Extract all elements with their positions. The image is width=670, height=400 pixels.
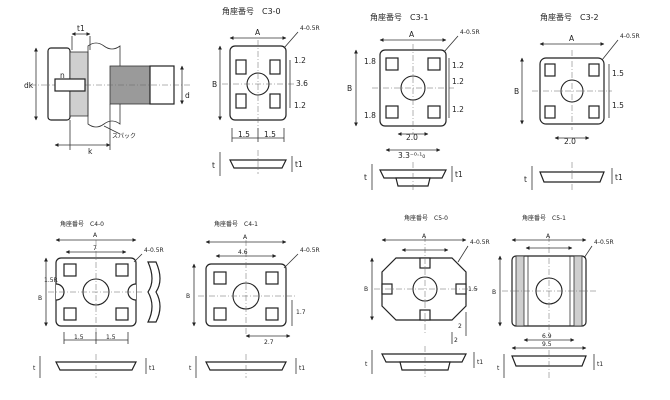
- c3-0-dim-v3: 1.2: [294, 101, 306, 110]
- dk-label: dk: [24, 81, 34, 90]
- c5-1-dim-a: A: [546, 233, 551, 240]
- c3-2-dim-v2: 1.5: [612, 101, 624, 110]
- c4-1-dim-v1: 1.7: [296, 309, 306, 316]
- c3-0-dim-v2: 3.6: [296, 79, 308, 88]
- c3-2-view: 角座番号 C3-2 A B 4-0.5R 1.5 1.5 2.0 t t1: [514, 12, 640, 190]
- c3-2-dim-b: B: [514, 87, 519, 96]
- c5-0-dim-t: t: [365, 361, 368, 368]
- c4-0-dim-r: 4-0.5R: [144, 247, 164, 254]
- c3-2-dim-r: 4-0.5R: [620, 33, 640, 40]
- c3-0-dim-a: A: [255, 28, 261, 37]
- c3-2-title: 角座番号 C3-2: [540, 12, 599, 22]
- c3-1-dim-l2: 1.8: [364, 111, 376, 120]
- c4-1-view: 角座番号 C4-1 A 4.6 B 4-0.5R 1.7 2.7 t t1: [186, 220, 320, 378]
- c4-1-dim-h1: 2.7: [264, 339, 274, 346]
- screw-assembly-view: t1 dk n d k スパック: [24, 24, 190, 156]
- c5-1-title: 角座番号 C5-1: [522, 214, 566, 222]
- c3-1-dim-v2: 1.2: [452, 77, 464, 86]
- c5-1-dim-h1: 6.9: [542, 333, 552, 340]
- d-label: d: [185, 91, 190, 100]
- c5-0-view: 角座番号 C5-0 A B 4-0.5R 1.5 2 2 t t1: [364, 214, 490, 378]
- c3-1-dim-a: A: [409, 30, 415, 39]
- c3-1-dim-b: B: [347, 84, 352, 93]
- c4-0-dim-side: 1.5R: [44, 277, 58, 284]
- c5-0-title: 角座番号 C5-0: [404, 214, 448, 222]
- c3-2-dim-h1: 2.0: [564, 137, 576, 146]
- c4-0-dim-t: t: [33, 365, 36, 372]
- c4-0-dim-b: B: [38, 295, 42, 302]
- c5-1-dim-r: 4-0.5R: [594, 239, 614, 246]
- c5-0-dim-a: A: [422, 233, 427, 240]
- c3-2-dim-t: t: [524, 175, 527, 184]
- c4-0-dim-h1: 1.5: [74, 334, 84, 341]
- c3-2-dim-a: A: [569, 34, 575, 43]
- c3-1-title: 角座番号 C3-1: [370, 12, 429, 22]
- c4-0-dim-a: A: [93, 232, 98, 239]
- c4-1-dim-t: t: [189, 365, 192, 372]
- c4-1-dim-r: 4-0.5R: [300, 247, 320, 254]
- c3-0-dim-v1: 1.2: [294, 56, 306, 65]
- c3-1-dim-t1: t1: [455, 170, 463, 179]
- c3-0-dim-r: 4-0.5R: [300, 25, 320, 32]
- c4-0-dim-t1: t1: [149, 365, 155, 372]
- c3-0-view: 角座番号 C3-0 A B 4-0.5R 1.2 3.6 1.2 1.5 1.5…: [212, 6, 320, 176]
- c3-1-dim-l1: 1.8: [364, 57, 376, 66]
- c5-0-dim-r: 4-0.5R: [470, 239, 490, 246]
- c3-0-dim-h1: 1.5: [238, 130, 250, 139]
- c5-1-dim-h2: 9.5: [542, 341, 552, 348]
- n-label: n: [60, 71, 65, 80]
- c4-1-title: 角座番号 C4-1: [214, 220, 258, 228]
- c5-1-view: 角座番号 C5-1 A B 4-0.5R 6.9 9.5 t t1: [492, 214, 614, 380]
- c4-0-view: 角座番号 C4-0 A 7 B 1.5R 4-0.5R 1.5 1.5 t t1: [33, 220, 164, 378]
- c3-2-dim-v1: 1.5: [612, 69, 624, 78]
- c5-0-dim-v1: 1.5: [468, 286, 478, 293]
- c4-0-title: 角座番号 C4-0: [60, 220, 104, 228]
- k-label: k: [88, 147, 93, 156]
- c5-1-dim-b: B: [492, 289, 496, 296]
- c4-1-dim-a: A: [243, 234, 248, 241]
- c5-0-dim-h1: 2: [458, 323, 462, 330]
- c3-1-dim-h2: 3.3⁻⁰·¹₀: [398, 151, 425, 160]
- c3-2-dim-t1: t1: [615, 173, 623, 182]
- c5-1-dim-t: t: [497, 365, 500, 372]
- c5-1-dim-t1: t1: [597, 361, 603, 368]
- c3-0-title: 角座番号 C3-0: [222, 6, 281, 16]
- c3-1-view: 角座番号 C3-1 A B 1.8 1.8 4-0.5R 1.2 1.2 1.2…: [347, 12, 480, 192]
- c3-0-dim-t: t: [212, 161, 215, 170]
- c3-1-dim-v1: 1.2: [452, 61, 464, 70]
- c5-0-dim-t1: t1: [477, 359, 483, 366]
- c4-1-dim-top: 4.6: [238, 249, 248, 256]
- c3-0-dim-h2: 1.5: [264, 130, 276, 139]
- c3-0-dim-b: B: [212, 80, 217, 89]
- c4-0-dim-h2: 1.5: [106, 334, 116, 341]
- spring-washer-label: スパック: [112, 133, 136, 140]
- c4-0-dim-top: 7: [93, 245, 97, 252]
- c5-0-dim-h2: 2: [454, 337, 458, 344]
- c3-1-dim-h1: 2.0: [406, 133, 418, 142]
- c4-1-dim-t1: t1: [299, 365, 305, 372]
- t1-label: t1: [77, 24, 85, 33]
- c4-1-dim-b: B: [186, 293, 190, 300]
- c3-1-dim-t: t: [364, 173, 367, 182]
- c3-1-dim-r: 4-0.5R: [460, 29, 480, 36]
- c3-0-dim-t1: t1: [295, 160, 303, 169]
- c5-0-dim-b: B: [364, 286, 368, 293]
- c3-1-dim-v3: 1.2: [452, 105, 464, 114]
